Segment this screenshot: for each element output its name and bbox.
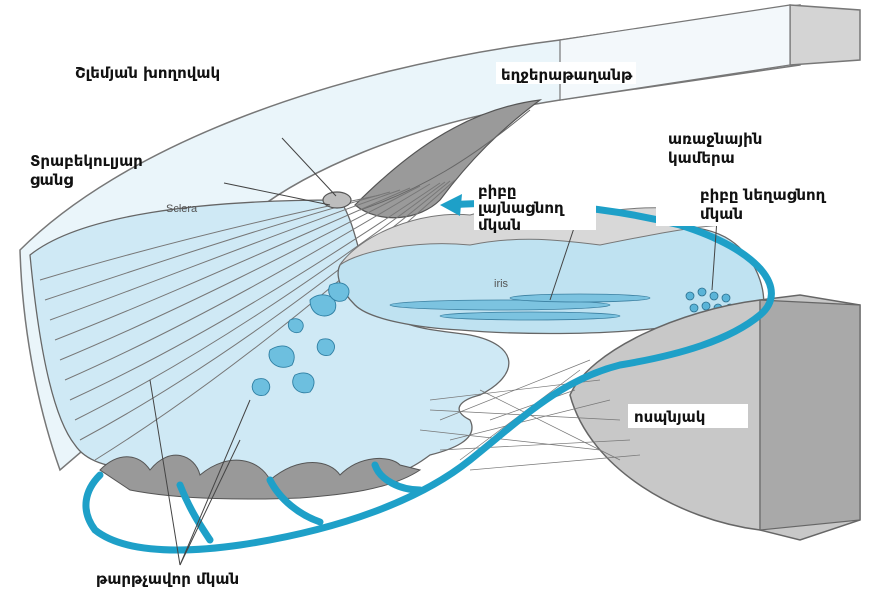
- label-dilator-2: լայնացնող: [478, 199, 565, 217]
- label-iris: iris: [494, 278, 509, 290]
- label-trabecular-2: ցանց: [30, 171, 73, 189]
- label-trabecular-1: Տրաբեկուլյար: [30, 152, 143, 170]
- label-schlemms-canal: Շլեմյան խողովակ: [75, 64, 220, 82]
- label-ciliary-muscle: թարթչավոր մկան: [96, 570, 239, 588]
- label-dilator-1: բիբը: [478, 182, 517, 200]
- vessel-arrow: [440, 194, 462, 216]
- label-sphincter-1: բիբը նեղացնող: [700, 186, 827, 204]
- cornea-block: [790, 5, 860, 65]
- label-dilator-3: մկան: [478, 216, 521, 234]
- label-lens: ոսպնյակ: [634, 408, 705, 426]
- label-cornea: եղջերաթաղանթ: [501, 66, 633, 84]
- label-sphincter-2: մկան: [700, 205, 743, 223]
- label-sclera: Sclera: [166, 203, 198, 215]
- label-anterior-chamber-2: կամերա: [668, 149, 735, 167]
- schlemms-canal: [323, 192, 351, 208]
- label-anterior-chamber-1: առաջնային: [668, 130, 762, 148]
